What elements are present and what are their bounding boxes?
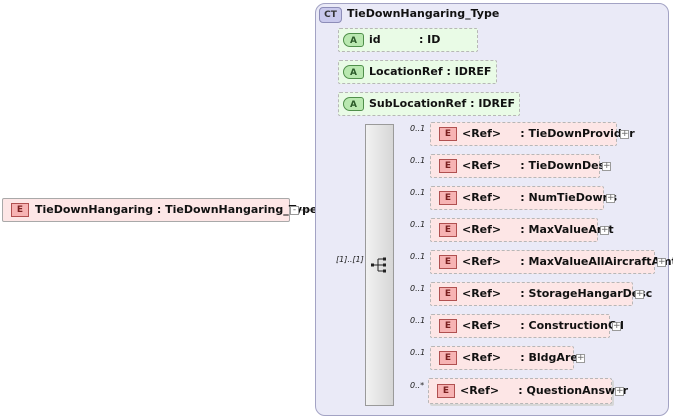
element-bldgarea[interactable]: E <Ref> : BldgArea	[430, 346, 585, 370]
element-label: <Ref> : ConstructionCd	[462, 319, 624, 332]
element-cardinality: 0..1	[410, 252, 426, 261]
expand-icon[interactable]: +	[612, 321, 621, 331]
attribute-label: SubLocationRef : IDREF	[369, 97, 516, 110]
expand-icon[interactable]: +	[602, 161, 611, 171]
root-element-label: TieDownHangaring : TieDownHangaring_Type	[35, 203, 318, 216]
element-badge: E	[11, 203, 29, 217]
element-tiedowndesc[interactable]: E <Ref> : TieDownDesc	[430, 154, 612, 178]
root-element-box[interactable]: E TieDownHangaring : TieDownHangaring_Ty…	[2, 198, 317, 222]
expand-icon[interactable]: +	[576, 353, 585, 363]
element-storagehangardesc[interactable]: E <Ref> : StorageHangarDesc	[430, 282, 652, 306]
element-badge: E	[439, 287, 457, 301]
element-cardinality: 0..1	[410, 156, 426, 165]
expand-icon[interactable]: -	[290, 206, 299, 215]
element-label: <Ref> : NumTieDowns	[462, 191, 617, 204]
expand-icon[interactable]: +	[606, 193, 615, 203]
complex-type-badge: CT	[319, 7, 342, 23]
attribute-badge: A	[343, 97, 364, 111]
element-numtiedowns[interactable]: E <Ref> : NumTieDowns	[430, 186, 617, 210]
element-badge: E	[439, 223, 457, 237]
element-label: <Ref> : StorageHangarDesc	[462, 287, 653, 300]
expand-icon[interactable]: +	[620, 129, 629, 139]
complex-type-title: TieDownHangaring_Type	[347, 7, 500, 20]
expand-icon[interactable]: +	[600, 225, 609, 235]
element-badge: E	[439, 127, 457, 141]
element-maxvalueallaircraftamt[interactable]: E <Ref> : MaxValueAllAircraftAmt	[430, 250, 673, 274]
element-cardinality: 0..1	[410, 316, 426, 325]
element-cardinality: 0..*	[410, 381, 425, 390]
element-maxvalueamt[interactable]: E <Ref> : MaxValueAmt	[430, 218, 614, 242]
element-label: <Ref> : MaxValueAllAircraftAmt	[462, 255, 673, 268]
element-label: <Ref> : TieDownProvider	[462, 127, 635, 140]
attribute-id[interactable]: A id : ID	[338, 28, 478, 52]
element-cardinality: 0..1	[410, 348, 426, 357]
element-cardinality: 0..1	[410, 188, 426, 197]
sequence-cardinality: [1]..[1]	[336, 255, 364, 264]
element-label: <Ref> : MaxValueAmt	[462, 223, 614, 236]
element-badge: E	[439, 159, 457, 173]
element-cardinality: 0..1	[410, 124, 426, 133]
sequence-icon	[371, 257, 386, 273]
attribute-badge: A	[343, 33, 364, 47]
element-questionanswer[interactable]: E <Ref> : QuestionAnswer	[428, 378, 628, 404]
element-badge: E	[437, 384, 455, 398]
element-constructioncd[interactable]: E <Ref> : ConstructionCd	[430, 314, 624, 338]
attribute-badge: A	[343, 65, 364, 79]
element-tiedownprovider[interactable]: E <Ref> : TieDownProvider	[430, 122, 635, 146]
expand-icon[interactable]: +	[657, 257, 666, 267]
attribute-sublocationref[interactable]: A SubLocationRef : IDREF	[338, 92, 520, 116]
attribute-locationref[interactable]: A LocationRef : IDREF	[338, 60, 497, 84]
element-badge: E	[439, 319, 457, 333]
element-cardinality: 0..1	[410, 284, 426, 293]
element-badge: E	[439, 351, 457, 365]
expand-icon[interactable]: +	[615, 386, 624, 396]
expand-icon[interactable]: +	[635, 289, 644, 299]
element-label: <Ref> : BldgArea	[462, 351, 586, 364]
element-badge: E	[439, 255, 457, 269]
attribute-label: LocationRef : IDREF	[369, 65, 492, 78]
element-label: <Ref> : QuestionAnswer	[460, 384, 629, 397]
element-label: <Ref> : TieDownDesc	[462, 159, 612, 172]
element-cardinality: 0..1	[410, 220, 426, 229]
element-badge: E	[439, 191, 457, 205]
attribute-label: id : ID	[369, 33, 441, 46]
